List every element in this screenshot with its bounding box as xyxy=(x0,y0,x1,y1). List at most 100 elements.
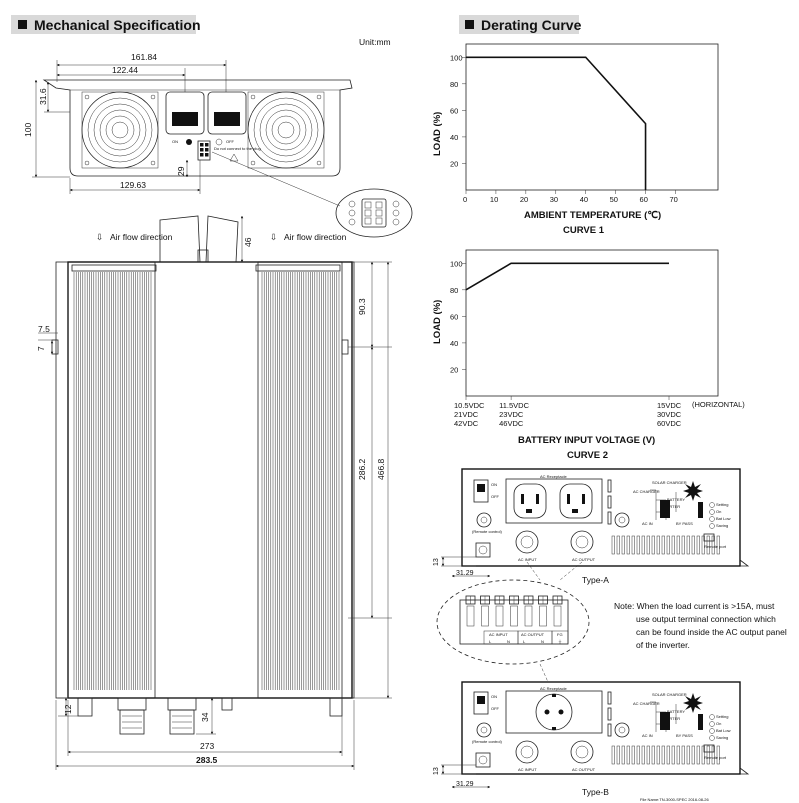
curve1-ytick-label-1: 40 xyxy=(450,133,458,142)
curve1-xtick-label-0: 0 xyxy=(463,195,467,204)
type-a-dim-13: 13 xyxy=(433,558,440,566)
curve2-xtick-label-2-1: 30VDC xyxy=(657,410,682,419)
type-b-remote-label: Remote port xyxy=(704,755,727,760)
mech-spec-header: Mechanical Specification xyxy=(11,15,201,34)
tb-vents-slot-20 xyxy=(711,745,715,765)
curve1-xtick-label-4: 40 xyxy=(580,195,588,204)
tb-vents-slot-0 xyxy=(611,745,615,765)
center-plate xyxy=(154,261,259,699)
terminal-detail-ellipse xyxy=(436,579,590,665)
type-a-ac-input-gland xyxy=(515,530,539,554)
tb-vents-slot-2 xyxy=(621,745,625,765)
derating-header: Derating Curve xyxy=(459,15,582,34)
curve2-series-line xyxy=(465,262,669,291)
tb-vents-slot-16 xyxy=(691,745,695,765)
derating-header-bg xyxy=(459,15,579,34)
ta-vents-slot-19 xyxy=(706,535,710,555)
bullet-square-icon xyxy=(18,20,27,29)
dim-286-2: 286.2 xyxy=(357,458,367,480)
type-b-body xyxy=(461,681,741,775)
type-a-status-on: On xyxy=(716,509,721,514)
tb-vents-slot-6 xyxy=(641,745,645,765)
terminal-detail: AC INPUT AC OUTPUT FG L N L N ⏚ xyxy=(436,579,590,683)
type-a-on-label: ON xyxy=(491,482,497,487)
type-b-panel: AC Receptacle ON OFF (Remote control) AC… xyxy=(433,681,750,797)
ta-vents-slot-11 xyxy=(666,535,670,555)
type-a-status-setting: Setting xyxy=(716,502,728,507)
type-a-status-saving: Saving xyxy=(716,523,728,528)
type-b-on-label: ON xyxy=(491,694,497,699)
ta-vents-slot-2 xyxy=(621,535,625,555)
type-b-ac-charger-label: AC CHARGER xyxy=(633,701,660,706)
tb-vents-slot-14 xyxy=(681,745,685,765)
top-rail-left xyxy=(71,264,157,272)
curve2-ylabel: LOAD (%) xyxy=(432,300,443,344)
type-a-solar-label: SOLAR CHARGER xyxy=(652,480,687,485)
type-a-vent-left xyxy=(607,479,630,528)
note-line-4: of the inverter. xyxy=(636,640,690,650)
type-b-power-switch xyxy=(473,691,489,715)
curve1-ytick-label-2: 60 xyxy=(450,106,458,115)
curve1-xlabel: AMBIENT TEMPERATURE (℃) xyxy=(524,210,661,221)
curve2-ytick-label-1: 40 xyxy=(450,339,458,348)
tb-vents-slot-10 xyxy=(661,745,665,765)
main-view: 46 ⇩ Air flow direction ⇩ Air flow direc… xyxy=(36,215,392,770)
airflow-arrow-left-icon: ⇩ xyxy=(96,232,103,242)
side-rail-right xyxy=(341,261,355,699)
type-a-foot xyxy=(739,559,750,567)
type-b-ac-input-gland xyxy=(515,740,539,764)
type-b-foot xyxy=(739,767,750,775)
off-label: OFF xyxy=(226,139,235,144)
terminal-pin-l1: L xyxy=(489,639,492,644)
type-a-outlet-2 xyxy=(559,483,593,519)
terminal-pin-gnd-icon: ⏚ xyxy=(558,638,562,644)
curve2-ytick-label-4: 100 xyxy=(450,259,463,268)
airflow-arrow-right-icon: ⇩ xyxy=(270,232,277,242)
curve2-xtick-label-1-2: 46VDC xyxy=(499,419,524,428)
ta-vents-slot-5 xyxy=(636,535,640,555)
dim-7-5: 7.5 xyxy=(38,324,50,334)
ta-vents-slot-18 xyxy=(701,535,705,555)
cable-glands xyxy=(77,697,343,735)
ta-vents-slot-9 xyxy=(656,535,660,555)
type-a-remote-label: Remote port xyxy=(704,544,727,549)
lug-right xyxy=(341,339,349,355)
terminal-pin-l2: L xyxy=(523,639,526,644)
type-a-receptacle-box xyxy=(505,478,603,524)
curve2-xtick-label-1-1: 23VDC xyxy=(499,410,524,419)
terminal-clamp-5 xyxy=(539,605,547,627)
ta-vents-slot-16 xyxy=(691,535,695,555)
side-rail-left xyxy=(55,261,69,699)
terminal-clamp-4 xyxy=(524,605,533,627)
curve2-x-note: (HORIZONTAL) xyxy=(692,400,745,409)
terminal-fg-label: FG xyxy=(557,632,563,637)
ta-vents-slot-14 xyxy=(681,535,685,555)
mech-spec-header-bg xyxy=(11,15,196,34)
type-b-sun-icon xyxy=(683,693,703,713)
terminal-screws xyxy=(465,595,563,627)
type-b-status-saving: Saving xyxy=(716,735,728,740)
type-b-status-diagram: SOLAR CHARGER AC CHARGER BATTERY INVERTE… xyxy=(633,692,731,760)
curve1-series-line xyxy=(466,56,647,190)
dim-122-44: 122.44 xyxy=(112,65,138,75)
type-a-vent-slots xyxy=(611,535,720,555)
curve1-ytick-label-3: 80 xyxy=(450,80,458,89)
type-b-receptacle-box xyxy=(505,690,603,734)
tb-vents-slot-18 xyxy=(701,745,705,765)
curve2-ytick-label-3: 80 xyxy=(450,286,458,295)
terminal-clamp-1 xyxy=(481,605,489,627)
type-a-off-label: OFF xyxy=(491,494,500,499)
type-b-rs232-label: (Remote control) xyxy=(472,739,502,744)
airflow-label-left: Air flow direction xyxy=(110,232,173,242)
type-b-vent-left xyxy=(607,691,630,738)
curve1-title: CURVE 1 xyxy=(563,225,605,236)
footer-filename: File Name:TN-3000-SPEC 2016-08-26 xyxy=(640,797,709,802)
inverter-body xyxy=(67,261,353,699)
dim-283-5: 283.5 xyxy=(196,755,218,765)
ta-vents-slot-15 xyxy=(686,535,690,555)
type-b-ac-in-label: AC IN xyxy=(642,733,653,738)
type-a-status-batlow: Bat Low xyxy=(716,516,731,521)
tb-vents-slot-21 xyxy=(716,745,720,765)
type-a-sun-icon xyxy=(683,481,703,501)
